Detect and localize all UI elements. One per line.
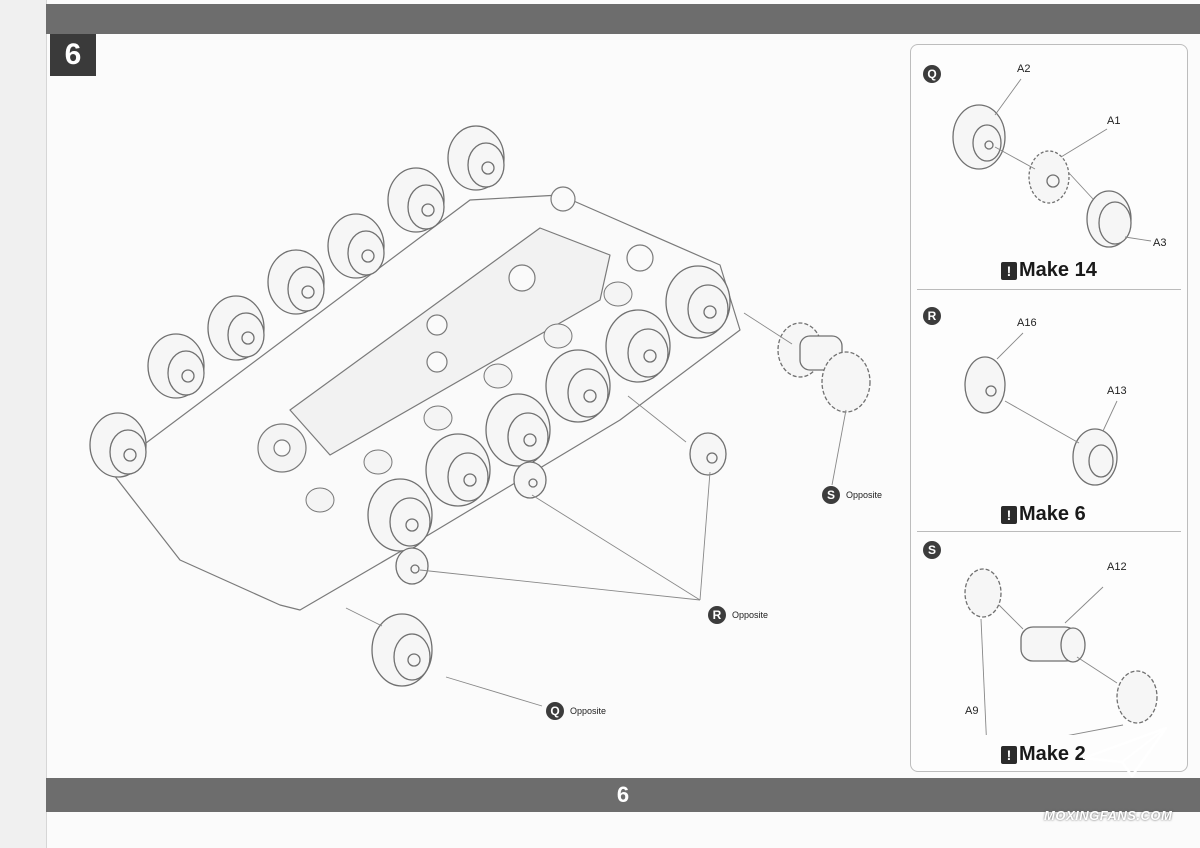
- loose-sprocket-s: [777, 322, 871, 413]
- make-quantity: !Make 2: [1001, 743, 1086, 766]
- road-wheel: [327, 213, 385, 279]
- footer-bar: 6: [46, 778, 1200, 812]
- hull-assembly-diagram: [89, 125, 871, 707]
- top-header-bar: [46, 4, 1200, 34]
- loose-return-roller-r: [513, 461, 547, 499]
- panel-r-label: R: [923, 307, 941, 325]
- panel-r-diagram: [964, 332, 1118, 486]
- part-label: A13: [1107, 385, 1127, 397]
- callout-text: Opposite: [846, 490, 883, 500]
- make-quantity: !Make 6: [1001, 503, 1086, 526]
- warning-icon: !: [1001, 745, 1017, 764]
- road-wheel: [545, 349, 611, 423]
- panel-divider: [917, 289, 1181, 290]
- road-wheel: [89, 412, 147, 478]
- road-wheel: [425, 433, 491, 507]
- warning-icon: !: [1001, 505, 1017, 524]
- panel-divider: [917, 531, 1181, 532]
- callout-letter: S: [822, 486, 840, 504]
- callout-text: Opposite: [732, 610, 769, 620]
- road-wheel: [665, 265, 731, 339]
- warning-icon: !: [1001, 261, 1017, 280]
- road-wheel: [267, 249, 325, 315]
- make-label: Make 6: [1019, 503, 1086, 525]
- part-label: A9: [965, 705, 979, 717]
- panel-q-label: Q: [923, 65, 941, 83]
- make-label: Make 14: [1019, 259, 1097, 281]
- road-wheel: [147, 333, 205, 399]
- watermark-text: MOXINGFANS.COM: [1044, 808, 1173, 823]
- road-wheel: [207, 295, 265, 361]
- callout-q-opposite: Q Opposite: [546, 702, 606, 720]
- panel-s-diagram: [964, 568, 1158, 735]
- panel-s-label: S: [923, 541, 941, 559]
- callout-r-opposite: R Opposite: [708, 606, 768, 624]
- part-label: A1: [1107, 115, 1121, 127]
- panel-q-diagram: [952, 78, 1152, 248]
- page-binding-edge: [0, 0, 47, 848]
- road-wheel: [447, 125, 505, 191]
- part-label: A16: [1017, 317, 1037, 329]
- loose-return-roller-r: [689, 432, 727, 476]
- part-label: A3: [1153, 237, 1167, 249]
- callout-s-opposite: S Opposite: [822, 486, 882, 504]
- road-wheel: [367, 478, 433, 552]
- callout-letter: R: [708, 606, 726, 624]
- callout-text: Opposite: [570, 706, 607, 716]
- callout-letter: Q: [546, 702, 564, 720]
- part-label: A12: [1107, 561, 1127, 573]
- road-wheel: [485, 393, 551, 467]
- loose-road-wheel-q: [371, 613, 433, 687]
- loose-return-roller-r: [395, 547, 429, 585]
- make-label: Make 2: [1019, 743, 1086, 765]
- page-number: 6: [616, 782, 630, 807]
- paper-plane-logo: [1082, 726, 1168, 778]
- road-wheel: [387, 167, 445, 233]
- part-label: A2: [1017, 63, 1031, 75]
- sub-assembly-panel: Q A2 A1 A3 !Make 14 R A16 A1: [910, 44, 1188, 772]
- step-number-badge: 6: [50, 34, 96, 76]
- road-wheel: [605, 309, 671, 383]
- make-quantity: !Make 14: [1001, 259, 1097, 282]
